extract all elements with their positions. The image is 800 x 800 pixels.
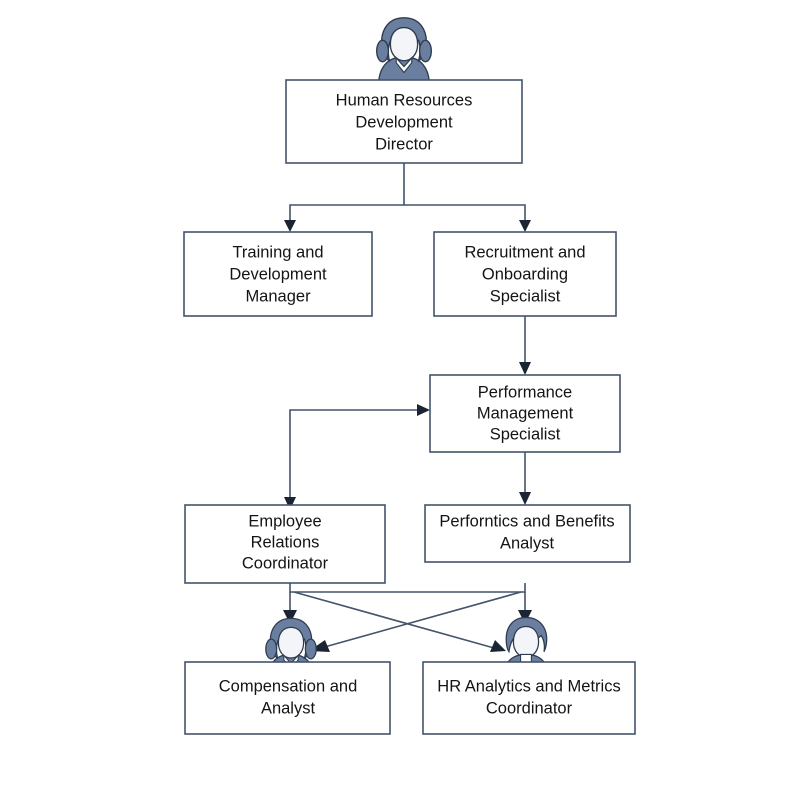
node-label-line: Manager: [245, 287, 311, 305]
node-label-line: Perforntics and Benefits: [439, 512, 614, 530]
arrowhead-performance-left-entry: [417, 404, 430, 416]
node-box[interactable]: [424, 504, 631, 563]
arrowhead-compensation: [283, 610, 297, 624]
connector-layer: [283, 163, 532, 652]
avatar-layer-top: [376, 17, 432, 83]
edge-director-to-training: [289, 163, 405, 222]
node-label-line: Analyst: [261, 699, 316, 717]
node-box[interactable]: [422, 661, 636, 735]
arrowhead-performance: [519, 362, 531, 375]
female-avatar: [376, 17, 432, 83]
node-box[interactable]: [184, 661, 391, 735]
node-performance-management-specialist[interactable]: Performance Management Specialist: [429, 374, 621, 453]
node-perforntics-benefits-analyst[interactable]: Perforntics and Benefits Analyst: [424, 504, 631, 563]
node-label-line: Analyst: [500, 534, 555, 552]
node-employee-relations-coordinator[interactable]: Employee Relations Coordinator: [184, 504, 386, 584]
arrowhead-cross-right: [490, 640, 506, 652]
arrowhead-recruitment: [519, 220, 531, 232]
node-box[interactable]: [184, 504, 386, 584]
edge-bottom-bus: [289, 583, 526, 593]
node-training-development-manager[interactable]: Training and Development Manager: [183, 231, 373, 317]
node-label-line: Training and: [232, 243, 323, 261]
node-label-line: Human Resources: [336, 91, 473, 109]
node-label-line: Relations: [251, 533, 320, 551]
arrowhead-benefits: [519, 492, 531, 505]
node-label-line: Performance: [478, 383, 572, 401]
node-box[interactable]: [285, 79, 523, 164]
node-label-line: Compensation and: [219, 677, 358, 695]
arrowhead-training: [284, 220, 296, 232]
node-hr-analytics-metrics-coordinator[interactable]: HR Analytics and Metrics Coordinator: [422, 661, 636, 735]
arrowhead-employee-relations: [284, 497, 296, 510]
node-label-line: Coordinator: [242, 554, 329, 572]
node-box[interactable]: [433, 231, 617, 317]
edge-director-to-recruitment: [404, 204, 526, 222]
node-label-line: Recruitment and: [464, 243, 585, 261]
node-label-line: Employee: [248, 512, 321, 530]
node-label-line: Specialist: [490, 287, 561, 305]
node-compensation-analyst[interactable]: Compensation and Analyst: [184, 661, 391, 735]
node-label-line: Development: [355, 113, 453, 131]
node-label-line: Coordinator: [486, 699, 573, 717]
edge-performance-to-employee-relations: [289, 409, 418, 498]
node-label-line: Management: [477, 404, 574, 422]
node-label-line: Director: [375, 135, 433, 153]
node-label-line: HR Analytics and Metrics: [437, 677, 620, 695]
edge-cross-right-to-left: [320, 591, 522, 649]
node-label-line: Specialist: [490, 425, 561, 443]
node-hr-director[interactable]: Human Resources Development Director: [285, 79, 523, 164]
node-label-line: Onboarding: [482, 265, 568, 283]
node-label-line: Development: [229, 265, 327, 283]
node-box[interactable]: [183, 231, 373, 317]
node-box[interactable]: [429, 374, 621, 453]
node-recruitment-onboarding-specialist[interactable]: Recruitment and Onboarding Specialist: [433, 231, 617, 317]
edge-cross-left-to-right: [293, 591, 495, 649]
